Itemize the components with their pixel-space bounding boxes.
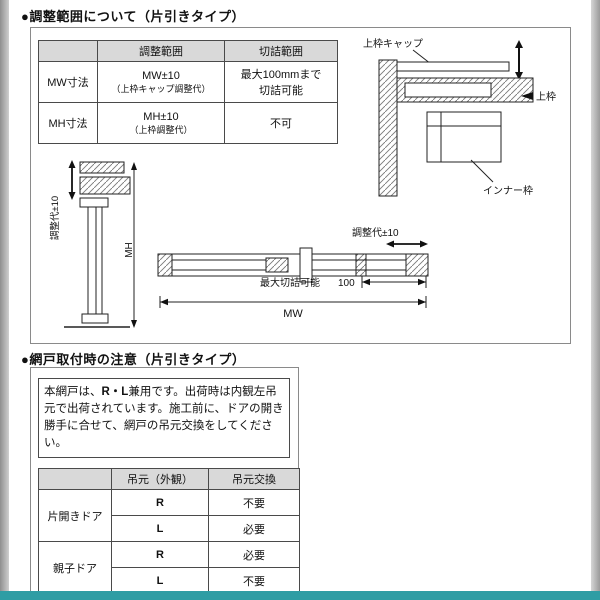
col-header-cut-range: 切詰範囲 xyxy=(224,40,338,62)
mh-adjust-note: （上枠調整代） xyxy=(129,124,193,135)
label-top-frame-cap: 上枠キャップ xyxy=(363,37,423,50)
screen-door-note: 本網戸は、R・L兼用です。出荷時は内観左吊元で出荷されています。施工前に、ドアの… xyxy=(38,378,290,458)
cell-swap: 必要 xyxy=(208,541,300,568)
col-header-hinge-swap: 吊元交換 xyxy=(208,468,300,490)
note-text-2: 兼用です。出荷時は内観左吊元で出荷されています。施工前に、ドアの開き勝手に合せて… xyxy=(44,386,284,449)
note-text-1: 本網戸は、 xyxy=(44,386,102,398)
label-adjust-vertical: 調整代±10 xyxy=(49,196,61,240)
diagram-horizontal-section: 調整代±10 最大切詰可能 100 MW xyxy=(157,226,429,320)
wall-jamb-section xyxy=(378,59,398,197)
cell-mh-cut: 不可 xyxy=(224,102,338,144)
table-row: 片開きドア R 不要 xyxy=(38,489,300,542)
diagram-vertical-section: 調整代±10 MH xyxy=(49,160,137,328)
label-inner-frame: インナー枠 xyxy=(483,184,533,197)
frame-cap-profile xyxy=(396,61,510,72)
page-edge-left xyxy=(0,0,9,600)
table-row: 親子ドア R 必要 xyxy=(38,541,300,594)
corner-cell xyxy=(38,468,112,490)
cell-swap: 不要 xyxy=(208,567,300,594)
table-row-mw: MW寸法 MW±10 （上枠キャップ調整代） 最大100mmまで 切詰可能 xyxy=(38,61,338,103)
cell-hinge: L xyxy=(111,515,209,542)
label-max-cut-value: 100 xyxy=(338,278,355,289)
label-adjust-horizontal: 調整代±10 xyxy=(352,226,399,239)
diagram-top-frame-detail: 上枠キャップ 上枠 インナー枠 xyxy=(363,37,556,197)
row-group-single-door: 片開きドア xyxy=(38,489,112,542)
cell-mh-adjust: MH±10 （上枠調整代） xyxy=(97,102,225,144)
table-header-row: 吊元（外観） 吊元交換 xyxy=(38,468,300,490)
cell-mw-adjust: MW±10 （上枠キャップ調整代） xyxy=(97,61,225,103)
adjust-range-table: 調整範囲 切詰範囲 MW寸法 MW±10 （上枠キャップ調整代） 最大100mm… xyxy=(38,40,338,144)
page-edge-right xyxy=(591,0,600,600)
corner-cell xyxy=(38,40,98,62)
mw-adjust-value: MW±10 xyxy=(142,69,180,82)
cell-hinge: L xyxy=(111,567,209,594)
cell-hinge: R xyxy=(111,489,209,516)
frame-label-arrow xyxy=(521,92,533,100)
label-top-frame: 上枠 xyxy=(536,90,556,103)
row-label-mw: MW寸法 xyxy=(38,61,98,103)
label-mw: MW xyxy=(283,308,303,320)
label-mh: MH xyxy=(124,242,135,258)
table-header-row: 調整範囲 切詰範囲 xyxy=(38,40,338,62)
row-group-double-door: 親子ドア xyxy=(38,541,112,594)
meeting-stile xyxy=(299,247,313,283)
cell-mw-cut: 最大100mmまで 切詰可能 xyxy=(224,61,338,103)
cell-swap: 必要 xyxy=(208,515,300,542)
note-text-rl: R・L xyxy=(101,386,129,398)
cell-hinge: R xyxy=(111,541,209,568)
col-header-hinge-side: 吊元（外観） xyxy=(111,468,209,490)
row-label-mh: MH寸法 xyxy=(38,102,98,144)
mw-adjust-note: （上枠キャップ調整代） xyxy=(111,83,211,94)
table-row: L 必要 xyxy=(39,515,300,542)
section-title-screen-note: ●網戸取付時の注意（片引きタイプ） xyxy=(21,352,246,367)
page-footer-bar xyxy=(0,591,600,600)
mh-adjust-value: MH±10 xyxy=(143,110,179,123)
top-frame-section xyxy=(79,161,125,174)
col-header-adjust-range: 調整範囲 xyxy=(97,40,225,62)
table-row: L 不要 xyxy=(39,567,300,594)
hinge-swap-table: 吊元（外観） 吊元交換 片開きドア R 不要 L 必要 親子ドア R 必要 L … xyxy=(38,468,300,594)
cell-swap: 不要 xyxy=(208,489,300,516)
threshold-section xyxy=(81,313,109,324)
table-row-mh: MH寸法 MH±10 （上枠調整代） 不可 xyxy=(38,102,338,144)
label-max-cut: 最大切詰可能 xyxy=(260,276,320,289)
inner-frame-profile xyxy=(426,111,502,163)
section-title-adjust-range: ●調整範囲について（片引きタイプ） xyxy=(21,9,245,24)
